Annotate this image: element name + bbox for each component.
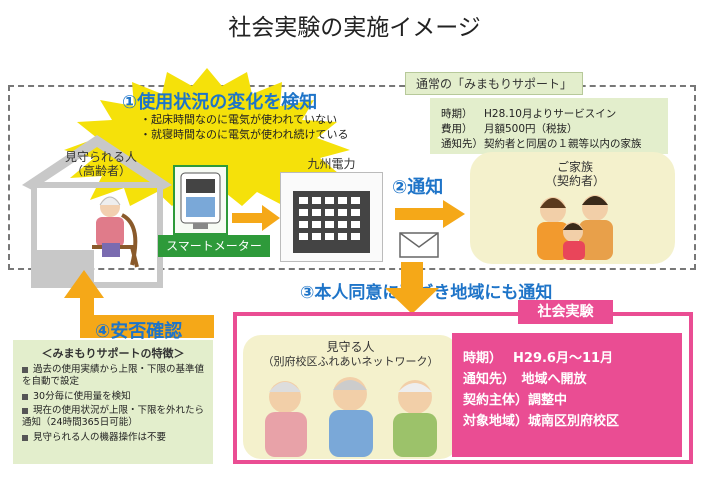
arrow-right-icon [232, 205, 280, 231]
feature-item: 現在の使用状況が上限・下限を外れたら通知（24時間365日可能） [22, 405, 208, 429]
normal-service-value: H28.10月よりサービスイン [484, 108, 617, 120]
watched-person-sublabel: （高齢者） [70, 164, 131, 178]
experiment-tag: 社会実験 [518, 300, 613, 324]
normal-service-tag: 通常の「みまもりサポート」 [405, 72, 584, 95]
page-title: 社会実験の実施イメージ [228, 15, 481, 41]
bullet-icon [22, 366, 28, 373]
feature-text: 現在の使用状況が上限・下限を外れたら通知（24時間365日可能） [22, 405, 205, 428]
normal-service-value: 契約者と同居の１親等以内の家族 [484, 138, 642, 150]
feature-item: 過去の使用実績から上限・下限の基準値を自動で設定 [22, 364, 208, 388]
arrow-up-icon [64, 270, 214, 338]
utility-building [280, 172, 383, 262]
utility-label: 九州電力 [307, 157, 356, 171]
mail-icon [399, 232, 439, 258]
normal-service-box [430, 98, 668, 154]
normal-service-value: 月額500円（税抜） [484, 123, 578, 135]
family-sublabel: （契約者） [544, 174, 605, 188]
normal-service-key: 時期） [441, 108, 473, 120]
building-icon [293, 191, 370, 253]
experiment-info-box [452, 333, 682, 457]
watched-person-label: 見守られる人 [64, 150, 137, 164]
features-box [13, 340, 213, 464]
smart-meter-label: スマートメーター [158, 235, 270, 257]
feature-item: 30分毎に使用量を検知 [22, 391, 208, 403]
experiment-frame [233, 312, 693, 464]
smart-meter-icon [180, 172, 221, 229]
experiment-info-line: 対象地域）城南区別府校区 [463, 414, 620, 429]
watchers-label: 見守る人 [326, 340, 375, 354]
feature-item: 見守られる人の機器操作は不要 [22, 432, 208, 444]
feature-text: 30分毎に使用量を検知 [33, 391, 131, 402]
feature-text: 見守られる人の機器操作は不要 [33, 432, 167, 443]
experiment-info-line: 契約主体）調整中 [463, 393, 568, 408]
bullet-icon [22, 393, 28, 400]
alert-text: ・起床時間なのに電気が使われていない [140, 113, 338, 126]
bullet-icon [22, 434, 28, 441]
watchers-sublabel: （別府校区ふれあいネットワーク） [262, 355, 439, 368]
normal-flow-frame [8, 85, 696, 270]
step4-label: ④安否確認 [95, 321, 183, 342]
family-label: ご家族 [556, 160, 593, 174]
normal-service-key: 通知先） [441, 138, 483, 150]
watchers-illustration [265, 377, 437, 457]
alert-text: ・就寝時間なのに電気が使われ続けている [140, 128, 349, 141]
experiment-info-line: 通知先） 地域へ開放 [463, 372, 587, 387]
smart-meter [173, 165, 228, 235]
step2-label: ②通知 [392, 177, 444, 198]
arrow-right-icon [395, 200, 465, 228]
feature-text: 過去の使用実績から上限・下限の基準値を自動で設定 [22, 364, 205, 387]
arrow-down-icon [385, 262, 439, 314]
normal-service-key: 費用） [441, 123, 473, 135]
family-illustration [537, 195, 613, 260]
features-title: ＜みまもりサポートの特徴＞ [41, 347, 185, 360]
experiment-info-line: 時期） H29.6月～11月 [463, 351, 614, 366]
step1-label: ①使用状況の変化を検知 [122, 92, 318, 113]
bullet-icon [22, 407, 28, 414]
